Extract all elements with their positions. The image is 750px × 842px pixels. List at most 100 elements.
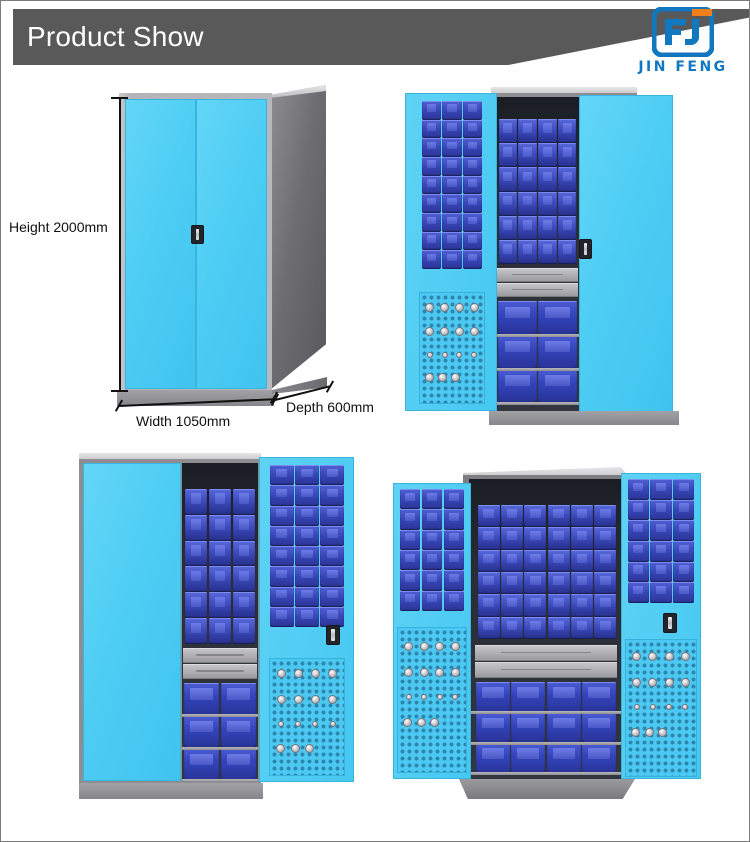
storage-bin[interactable] — [570, 505, 594, 528]
tool-hook-icon[interactable] — [293, 695, 303, 704]
tool-hook-icon[interactable] — [424, 373, 434, 382]
door-storage-bin[interactable] — [672, 499, 695, 521]
door-storage-bin[interactable] — [627, 541, 650, 562]
door-storage-bin[interactable] — [672, 479, 695, 500]
tool-hook-icon[interactable] — [437, 373, 447, 382]
door-storage-bin[interactable] — [294, 505, 320, 526]
door-storage-bin[interactable] — [627, 479, 650, 500]
large-storage-bin[interactable] — [546, 682, 581, 713]
door-storage-bin[interactable] — [421, 101, 442, 120]
door-storage-bin[interactable] — [442, 250, 462, 270]
large-storage-bin[interactable] — [497, 369, 537, 403]
storage-bin[interactable] — [208, 540, 232, 567]
large-storage-bin[interactable] — [582, 682, 617, 713]
cabinet-door-right[interactable] — [196, 99, 267, 389]
door-storage-bin[interactable] — [462, 175, 483, 195]
tool-hook-icon[interactable] — [664, 652, 674, 661]
tool-hook-icon[interactable] — [682, 704, 689, 710]
door-storage-bin[interactable] — [421, 213, 442, 232]
door-storage-bin[interactable] — [320, 465, 345, 486]
door-storage-bin[interactable] — [421, 509, 443, 530]
storage-bin[interactable] — [570, 527, 594, 550]
cabinet4-lock[interactable] — [663, 613, 677, 633]
tool-hook-icon[interactable] — [469, 327, 479, 336]
door-storage-bin[interactable] — [442, 175, 462, 195]
tool-hook-icon[interactable] — [450, 642, 460, 651]
door-storage-bin[interactable] — [269, 606, 294, 627]
storage-bin[interactable] — [477, 571, 500, 595]
cabinet-lock[interactable] — [191, 225, 204, 244]
door-storage-bin[interactable] — [320, 485, 345, 506]
door-storage-bin[interactable] — [421, 250, 442, 270]
cabinet3-lock[interactable] — [326, 625, 340, 645]
door-storage-bin[interactable] — [672, 541, 695, 562]
tool-hook-icon[interactable] — [454, 327, 464, 336]
door-storage-bin[interactable] — [627, 520, 650, 542]
door-storage-bin[interactable] — [421, 549, 443, 571]
door-storage-bin[interactable] — [399, 509, 421, 530]
tool-hook-icon[interactable] — [404, 668, 414, 677]
tool-hook-icon[interactable] — [440, 327, 450, 336]
door-storage-bin[interactable] — [294, 525, 320, 546]
tool-hook-icon[interactable] — [452, 694, 459, 700]
large-storage-bin[interactable] — [475, 682, 510, 713]
cabinet4-drawer[interactable] — [475, 662, 617, 678]
door-storage-bin[interactable] — [320, 505, 345, 526]
door-storage-bin[interactable] — [462, 194, 483, 214]
tool-hook-icon[interactable] — [405, 694, 412, 700]
tool-hook-icon[interactable] — [664, 678, 674, 687]
door-storage-bin[interactable] — [462, 119, 483, 139]
tool-hook-icon[interactable] — [454, 303, 464, 312]
storage-bin[interactable] — [547, 527, 570, 550]
door-storage-bin[interactable] — [650, 479, 672, 500]
storage-bin[interactable] — [570, 549, 594, 572]
large-storage-bin[interactable] — [183, 748, 220, 781]
cabinet3-closed-door[interactable] — [83, 463, 181, 781]
tool-hook-icon[interactable] — [631, 728, 641, 737]
storage-bin[interactable] — [184, 540, 208, 567]
storage-bin[interactable] — [557, 143, 577, 168]
door-storage-bin[interactable] — [443, 590, 465, 611]
storage-bin[interactable] — [524, 571, 547, 595]
tool-hook-icon[interactable] — [430, 718, 440, 727]
tool-hook-icon[interactable] — [419, 668, 429, 677]
door-storage-bin[interactable] — [269, 586, 294, 607]
tool-hook-icon[interactable] — [648, 678, 658, 687]
large-storage-bin[interactable] — [220, 715, 257, 749]
storage-bin[interactable] — [570, 571, 594, 595]
storage-bin[interactable] — [498, 215, 518, 240]
storage-bin[interactable] — [538, 119, 557, 144]
door-storage-bin[interactable] — [443, 549, 465, 571]
storage-bin[interactable] — [547, 594, 570, 617]
storage-bin[interactable] — [557, 167, 577, 192]
tool-hook-icon[interactable] — [329, 721, 336, 727]
storage-bin[interactable] — [594, 527, 617, 550]
door-storage-bin[interactable] — [320, 566, 345, 587]
cabinet3-drawer[interactable] — [183, 648, 257, 663]
storage-bin[interactable] — [557, 191, 577, 216]
storage-bin[interactable] — [184, 566, 208, 593]
door-storage-bin[interactable] — [399, 590, 421, 611]
large-storage-bin[interactable] — [220, 683, 257, 716]
large-storage-bin[interactable] — [475, 712, 510, 744]
door-storage-bin[interactable] — [442, 101, 462, 120]
storage-bin[interactable] — [500, 505, 524, 528]
door-storage-bin[interactable] — [294, 566, 320, 587]
tool-hook-icon[interactable] — [276, 669, 286, 678]
tool-hook-icon[interactable] — [451, 373, 461, 382]
door-storage-bin[interactable] — [320, 546, 345, 567]
storage-bin[interactable] — [500, 616, 524, 639]
door-storage-bin[interactable] — [294, 546, 320, 567]
tool-hook-icon[interactable] — [305, 744, 315, 753]
storage-bin[interactable] — [232, 566, 256, 593]
storage-bin[interactable] — [518, 143, 537, 168]
tool-hook-icon[interactable] — [425, 303, 435, 312]
tool-hook-icon[interactable] — [632, 652, 642, 661]
cabinet2-drawer[interactable] — [497, 283, 578, 297]
door-storage-bin[interactable] — [421, 119, 442, 139]
door-storage-bin[interactable] — [421, 231, 442, 251]
storage-bin[interactable] — [524, 505, 547, 528]
storage-bin[interactable] — [477, 505, 500, 528]
tool-hook-icon[interactable] — [426, 352, 433, 358]
cabinet-door-left[interactable] — [125, 99, 196, 389]
